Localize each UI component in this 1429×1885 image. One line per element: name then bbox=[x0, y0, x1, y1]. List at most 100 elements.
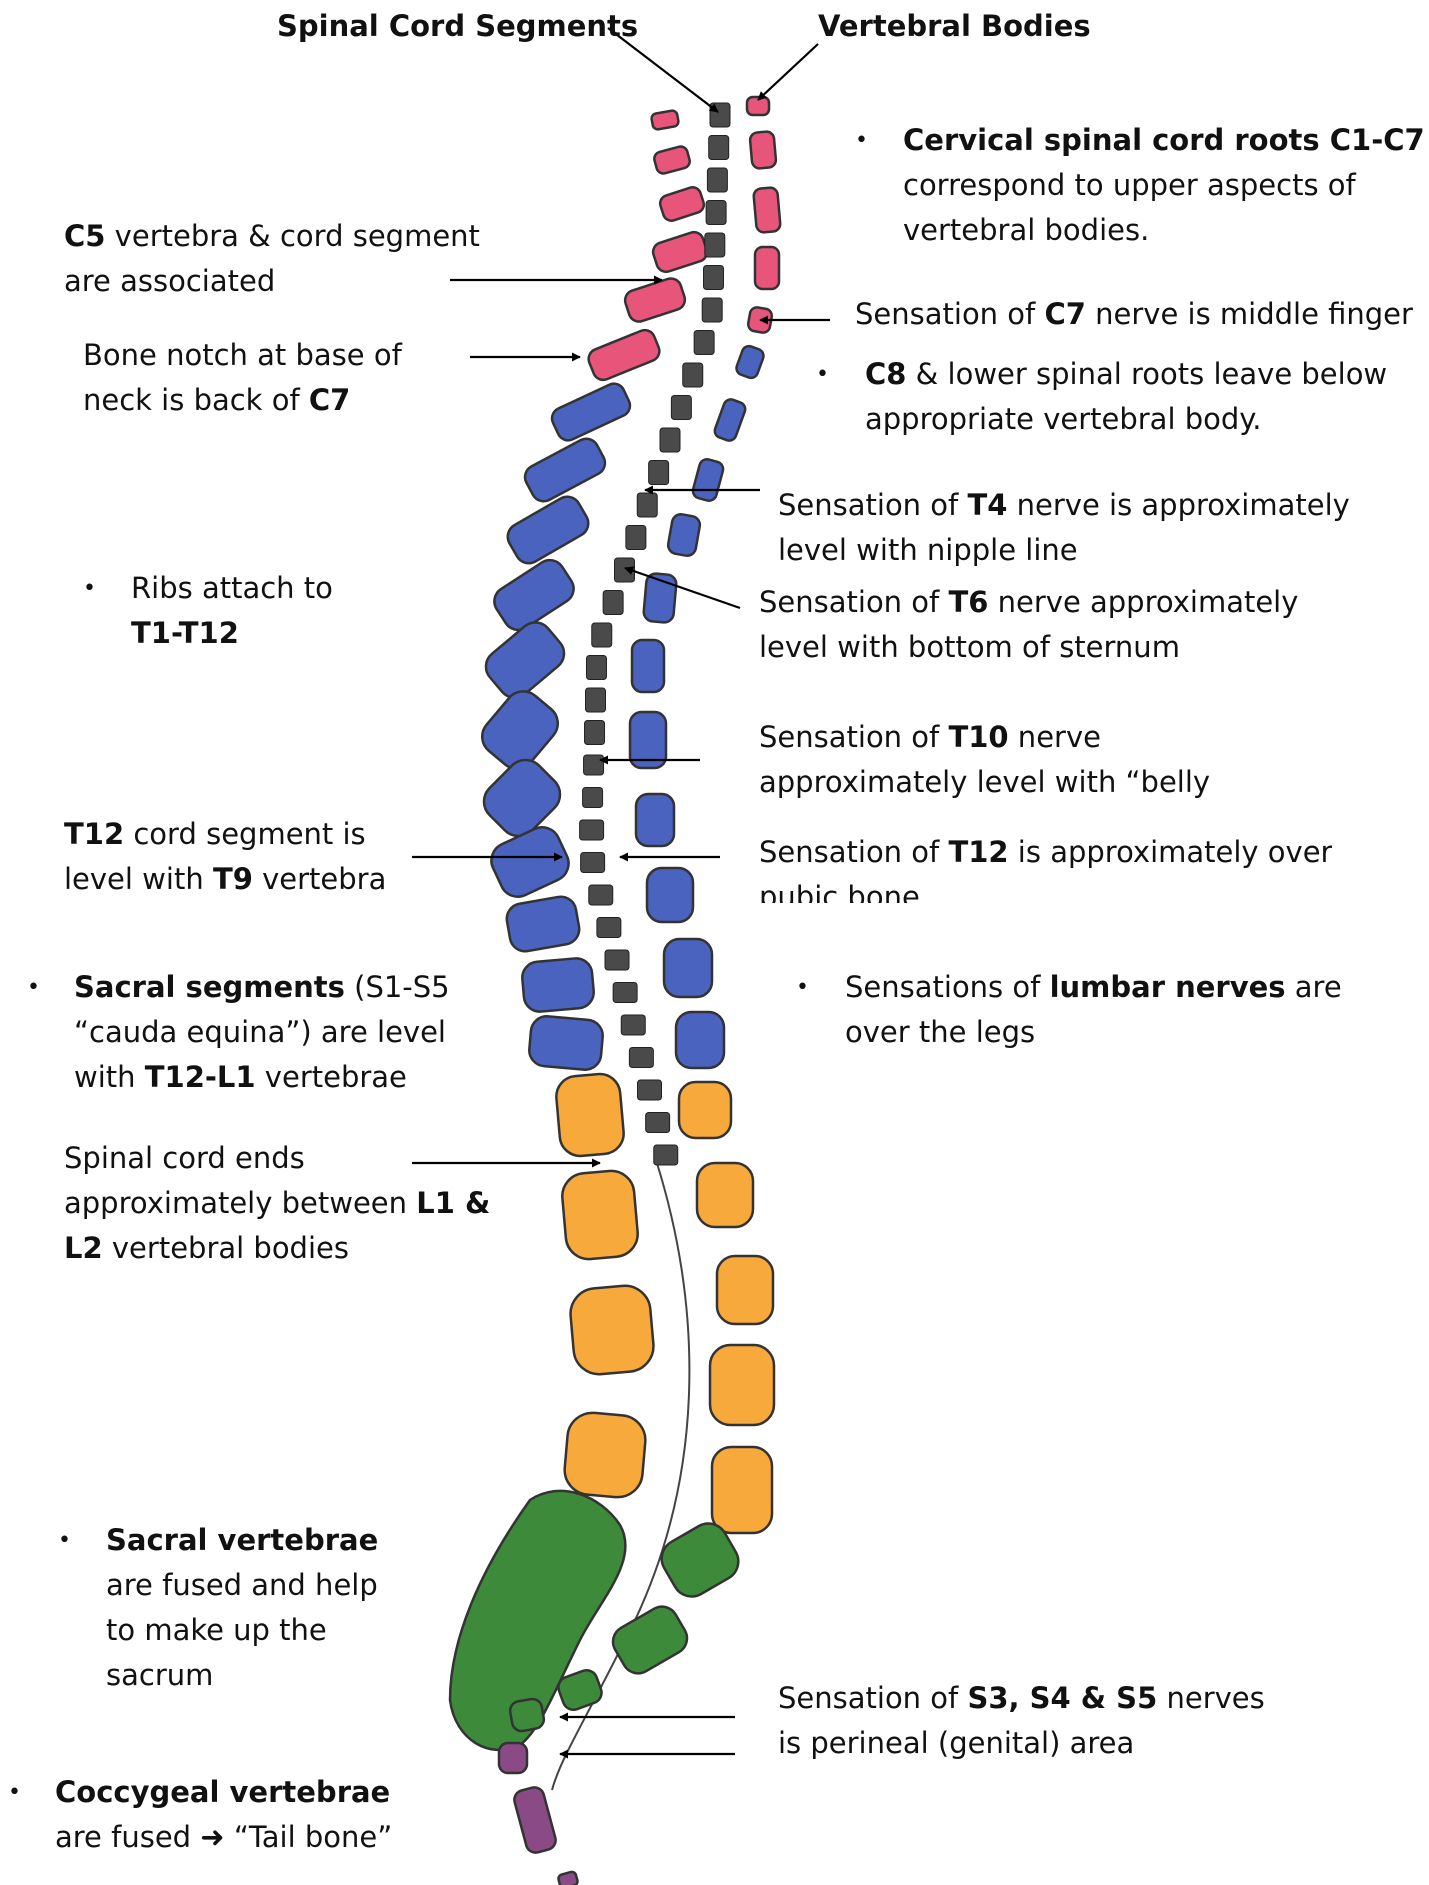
cord-segment bbox=[704, 266, 724, 290]
label-text: C8 bbox=[865, 357, 906, 391]
posterior-element bbox=[636, 794, 674, 846]
label-cord-ends: Spinal cord ends approximately between L… bbox=[64, 1136, 490, 1271]
label-text: nerve bbox=[1009, 720, 1101, 754]
label-text: C7 bbox=[1044, 297, 1085, 331]
label-text: T12-L1 bbox=[145, 1060, 256, 1094]
posterior-element bbox=[664, 939, 712, 997]
label-text: over the legs bbox=[845, 1015, 1035, 1049]
label-text: correspond to upper aspects of bbox=[903, 168, 1356, 202]
label-text: (S1-S5 bbox=[345, 970, 450, 1004]
label-text: appropriate vertebral body. bbox=[865, 402, 1262, 436]
label-text: nerve approximately bbox=[988, 585, 1298, 619]
label-text: approximately level with “belly bbox=[759, 765, 1210, 799]
sacral-piece bbox=[607, 1601, 693, 1679]
label-text: C5 bbox=[64, 219, 105, 253]
label-text: with bbox=[74, 1060, 145, 1094]
posterior-element bbox=[691, 458, 725, 503]
label-text: are fused bbox=[55, 1820, 200, 1854]
label-c5: C5 vertebra & cord segment are associate… bbox=[64, 214, 480, 304]
anterior-vertebra bbox=[548, 380, 633, 444]
label-text: level with bottom of sternum bbox=[759, 630, 1180, 664]
posterior-element bbox=[632, 640, 664, 692]
label-text: to make up the bbox=[106, 1613, 327, 1647]
vertebral-bodies bbox=[475, 97, 781, 1533]
cord-segment bbox=[710, 103, 730, 127]
label-text: vertebral bodies. bbox=[903, 213, 1149, 247]
label-text: T1-T12 bbox=[131, 616, 239, 650]
label-c8: C8 & lower spinal roots leave below appr… bbox=[865, 352, 1387, 442]
anterior-vertebra bbox=[476, 752, 568, 844]
cord-segment bbox=[671, 396, 691, 420]
label-text: S3, S4 & S5 bbox=[967, 1681, 1157, 1715]
label-text: vertebral bodies bbox=[103, 1231, 349, 1265]
label-t12-cord: T12 cord segment is level with T9 verteb… bbox=[64, 812, 386, 898]
cord-segment bbox=[584, 755, 604, 775]
cord-segment bbox=[660, 428, 680, 452]
posterior-element bbox=[647, 868, 693, 922]
coccyx-piece bbox=[499, 1743, 527, 1773]
cord-segment bbox=[706, 201, 726, 225]
label-text: are fused and help bbox=[106, 1568, 378, 1602]
label-text: Sensation of bbox=[778, 1681, 967, 1715]
label-text: Sensation of bbox=[855, 297, 1044, 331]
bullet: • bbox=[796, 965, 809, 1010]
anterior-vertebra bbox=[504, 894, 581, 953]
anterior-vertebra bbox=[658, 185, 706, 223]
cord-segment bbox=[581, 853, 605, 873]
lumbar-posterior-element bbox=[710, 1345, 774, 1425]
cord-segment bbox=[589, 885, 613, 905]
cord-segment bbox=[649, 461, 669, 485]
label-text: lumbar nerves bbox=[1050, 970, 1286, 1004]
label-text: are bbox=[1286, 970, 1342, 1004]
lumbar-vertebra bbox=[560, 1169, 639, 1261]
anterior-vertebra bbox=[586, 327, 663, 383]
label-text: nerves bbox=[1157, 1681, 1264, 1715]
posterior-element bbox=[753, 187, 781, 233]
cord-segment bbox=[613, 983, 637, 1003]
label-text: Spinal cord ends bbox=[64, 1141, 305, 1175]
coccyx-piece bbox=[557, 1871, 578, 1885]
cord-segment bbox=[592, 623, 612, 647]
posterior-element bbox=[735, 344, 766, 380]
cord-segment bbox=[586, 656, 606, 680]
label-text: nerve is approximately bbox=[1007, 488, 1349, 522]
bullet: • bbox=[855, 118, 868, 163]
bullet: • bbox=[83, 566, 96, 611]
cord-segment bbox=[597, 918, 621, 938]
cord-segment bbox=[705, 233, 725, 257]
label-text: T12 bbox=[64, 817, 124, 851]
cord-segment bbox=[605, 950, 629, 970]
posterior-element bbox=[755, 247, 779, 289]
label-text: & lower spinal roots leave below bbox=[906, 357, 1387, 391]
label-t4: Sensation of T4 nerve is approximately l… bbox=[778, 483, 1350, 573]
cord-segment bbox=[707, 168, 727, 192]
label-s3-s4-s5: Sensation of S3, S4 & S5 nerves is perin… bbox=[778, 1676, 1265, 1766]
label-sacral-vertebrae: Sacral vertebrae are fused and help to m… bbox=[106, 1518, 378, 1698]
label-text: is perineal (genital) area bbox=[778, 1726, 1134, 1760]
cord-segment bbox=[629, 1048, 653, 1068]
anterior-vertebra bbox=[622, 276, 687, 324]
label-coccygeal: Coccygeal vertebrae are fused ➜ “Tail bo… bbox=[55, 1770, 392, 1860]
cord-segment bbox=[621, 1015, 645, 1035]
label-text: Sensations of bbox=[845, 970, 1050, 1004]
posterior-element bbox=[676, 1012, 724, 1068]
cord-segment bbox=[702, 298, 722, 322]
label-text: is approximately over bbox=[1009, 835, 1333, 869]
label-text: are associated bbox=[64, 264, 275, 298]
label-text: vertebra bbox=[253, 862, 386, 896]
anterior-vertebra bbox=[521, 957, 595, 1013]
coccyx-piece bbox=[512, 1785, 558, 1855]
label-text: “Tail bone” bbox=[225, 1820, 393, 1854]
label-text: sacrum bbox=[106, 1658, 213, 1692]
posterior-element bbox=[713, 397, 747, 442]
bullet: • bbox=[27, 965, 40, 1010]
label-text: approximately between bbox=[64, 1186, 416, 1220]
lumbar-posterior-element bbox=[712, 1447, 772, 1533]
label-lumbar-nerves: Sensations of lumbar nerves are over the… bbox=[845, 965, 1342, 1055]
label-text: “cauda equina”) are level bbox=[74, 1015, 446, 1049]
anterior-vertebra bbox=[653, 145, 692, 175]
sacrum-and-coccyx bbox=[450, 1491, 745, 1885]
label-text: Sensation of bbox=[778, 488, 967, 522]
bullet: • bbox=[816, 352, 829, 397]
pointer-arrow bbox=[758, 44, 818, 100]
